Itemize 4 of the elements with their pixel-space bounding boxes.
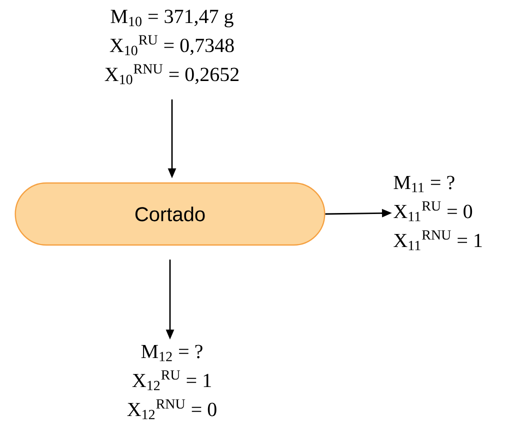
stream-label: M$_{11}$ = ? X$_{11}$$^{RU}$ = 0 X$_{11}$$^{RNU}$ = 1 (394, 176, 482, 250)
stream-label: M$_{12}$ = ? X$_{12}$$^{RU}$ = 1 X$_{12}$$^{RNU}$ = 0 (127, 344, 216, 420)
process-terminal: Cortado (14, 182, 326, 246)
stream-label: M$_{10}$ = 371,47 g X$_{10}$$^{RU}$ = 0,7348 X$_{10}$$^{RNU}$ = 0,2652 (104, 10, 239, 84)
